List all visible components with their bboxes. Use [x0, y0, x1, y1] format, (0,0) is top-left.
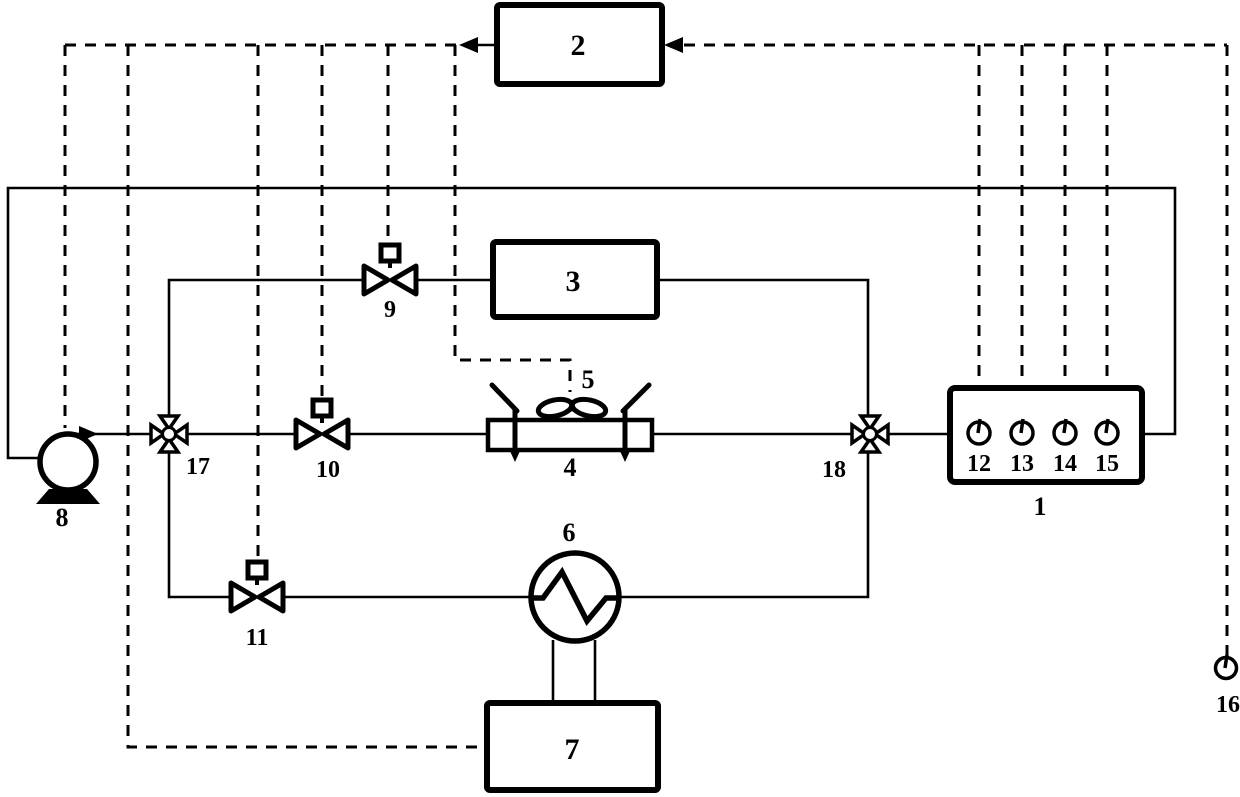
instrument-box-1: [947, 385, 1145, 485]
component-box-3: [490, 239, 660, 320]
label-pump-8: 8: [56, 503, 69, 532]
component-box-7: [484, 700, 661, 793]
label-sensor-13: 13: [1010, 451, 1034, 477]
label-instrument-box-1: 1: [1034, 492, 1047, 521]
valve-9-icon: [361, 242, 419, 297]
label-fan-5: 5: [582, 365, 595, 394]
label-controller-2: 2: [571, 29, 586, 62]
sensor-12-icon: [966, 418, 992, 446]
signal-drop-fan5: [453, 45, 572, 392]
four-way-valve-17-icon: [149, 414, 189, 454]
signal-arrow-out: [459, 37, 478, 53]
label-four-way-valve-17: 17: [186, 454, 210, 480]
label-sensor-15: 15: [1095, 451, 1119, 477]
test-section-4-icon: [485, 382, 655, 462]
fan-5-icon: [535, 396, 609, 420]
pipe-upper-right: [657, 278, 870, 416]
sensor-13-icon: [1009, 418, 1035, 446]
label-four-way-valve-18: 18: [822, 457, 846, 483]
controller-box-2: [494, 2, 665, 87]
sensor-14-icon: [1052, 418, 1078, 446]
label-sensor-12: 12: [967, 451, 991, 477]
label-valve-10: 10: [316, 457, 340, 483]
pump-base: [36, 489, 100, 504]
label-heat-exchanger-6: 6: [563, 518, 576, 547]
label-test-section-4: 4: [564, 453, 577, 482]
pump-8-icon: [36, 431, 100, 504]
label-sensor-14: 14: [1053, 451, 1077, 477]
pipe-lower-right: [619, 452, 870, 599]
signal-drop-box7: [126, 45, 487, 749]
signal-network: [63, 37, 1229, 749]
pipe-return-loop: [6, 186, 1177, 460]
sensor-15-icon: [1094, 418, 1120, 446]
heat-exchanger-6-icon: [528, 550, 622, 644]
label-sensor-16: 16: [1216, 692, 1240, 718]
signal-arrow-in: [664, 37, 683, 53]
sensor-16-icon: [1213, 654, 1239, 681]
valve-10-icon: [293, 397, 351, 451]
label-valve-11: 11: [246, 625, 269, 651]
label-valve-9: 9: [384, 297, 396, 323]
four-way-valve-18-icon: [850, 414, 890, 454]
label-component-7: 7: [565, 733, 580, 766]
pipe-upper-left: [167, 278, 364, 416]
valve-11-icon: [228, 559, 286, 614]
label-component-3: 3: [566, 265, 581, 298]
pipe-lower-left: [167, 452, 231, 599]
